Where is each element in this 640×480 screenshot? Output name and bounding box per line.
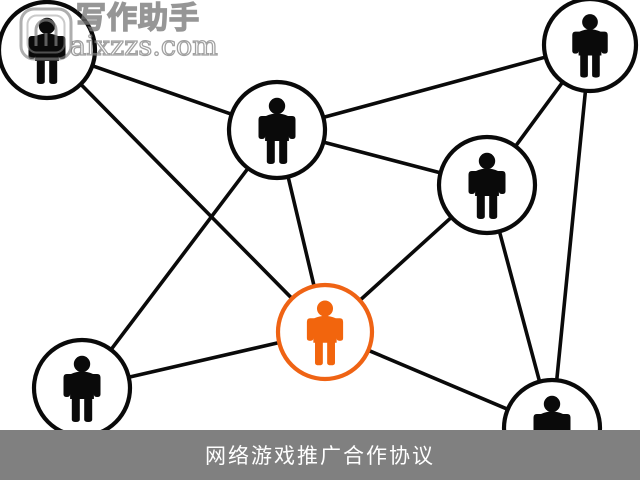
edge-upper-middle-to-mid-right [322, 140, 442, 175]
person-body [63, 371, 101, 422]
person-icon [468, 152, 506, 219]
person-node-top-left[interactable] [0, 0, 98, 101]
person-icon [306, 300, 344, 366]
edge-top-left-to-center-orange [79, 83, 294, 300]
person-icon [63, 355, 101, 422]
edge-mid-right-to-center-orange [358, 216, 453, 302]
person-body [306, 315, 344, 366]
edge-center-orange-to-bottom-right [367, 348, 509, 411]
person-node-upper-middle[interactable] [226, 79, 328, 181]
person-icon [572, 14, 608, 78]
person-node-center-highlighted[interactable] [275, 282, 375, 382]
person-head [582, 14, 598, 30]
person-head [316, 300, 334, 317]
edge-upper-middle-to-bottom-left [109, 167, 250, 351]
edge-mid-right-to-bottom-right [497, 230, 542, 383]
person-head [268, 97, 286, 115]
edge-upper-middle-to-center-orange [286, 175, 316, 288]
person-node-bottom-left[interactable] [31, 337, 133, 439]
edge-top-right-to-bottom-right [555, 89, 588, 382]
person-body [572, 29, 608, 78]
edge-top-right-to-mid-right [514, 81, 564, 148]
edges-layer [79, 55, 588, 411]
edge-center-orange-to-bottom-left [127, 340, 281, 379]
person-icon [258, 97, 296, 164]
edge-top-left-to-upper-middle [91, 64, 233, 116]
person-head [73, 355, 91, 373]
person-node-mid-right[interactable] [436, 134, 538, 236]
edge-upper-middle-to-top-right [322, 55, 547, 119]
person-head [38, 17, 56, 35]
person-head [478, 152, 496, 170]
person-head [543, 395, 561, 413]
caption-bar: 网络游戏推广合作协议 [0, 430, 640, 480]
person-node-top-right[interactable] [541, 0, 639, 94]
person-body [258, 113, 296, 164]
caption-title: 网络游戏推广合作协议 [205, 444, 435, 468]
person-body [468, 168, 506, 219]
